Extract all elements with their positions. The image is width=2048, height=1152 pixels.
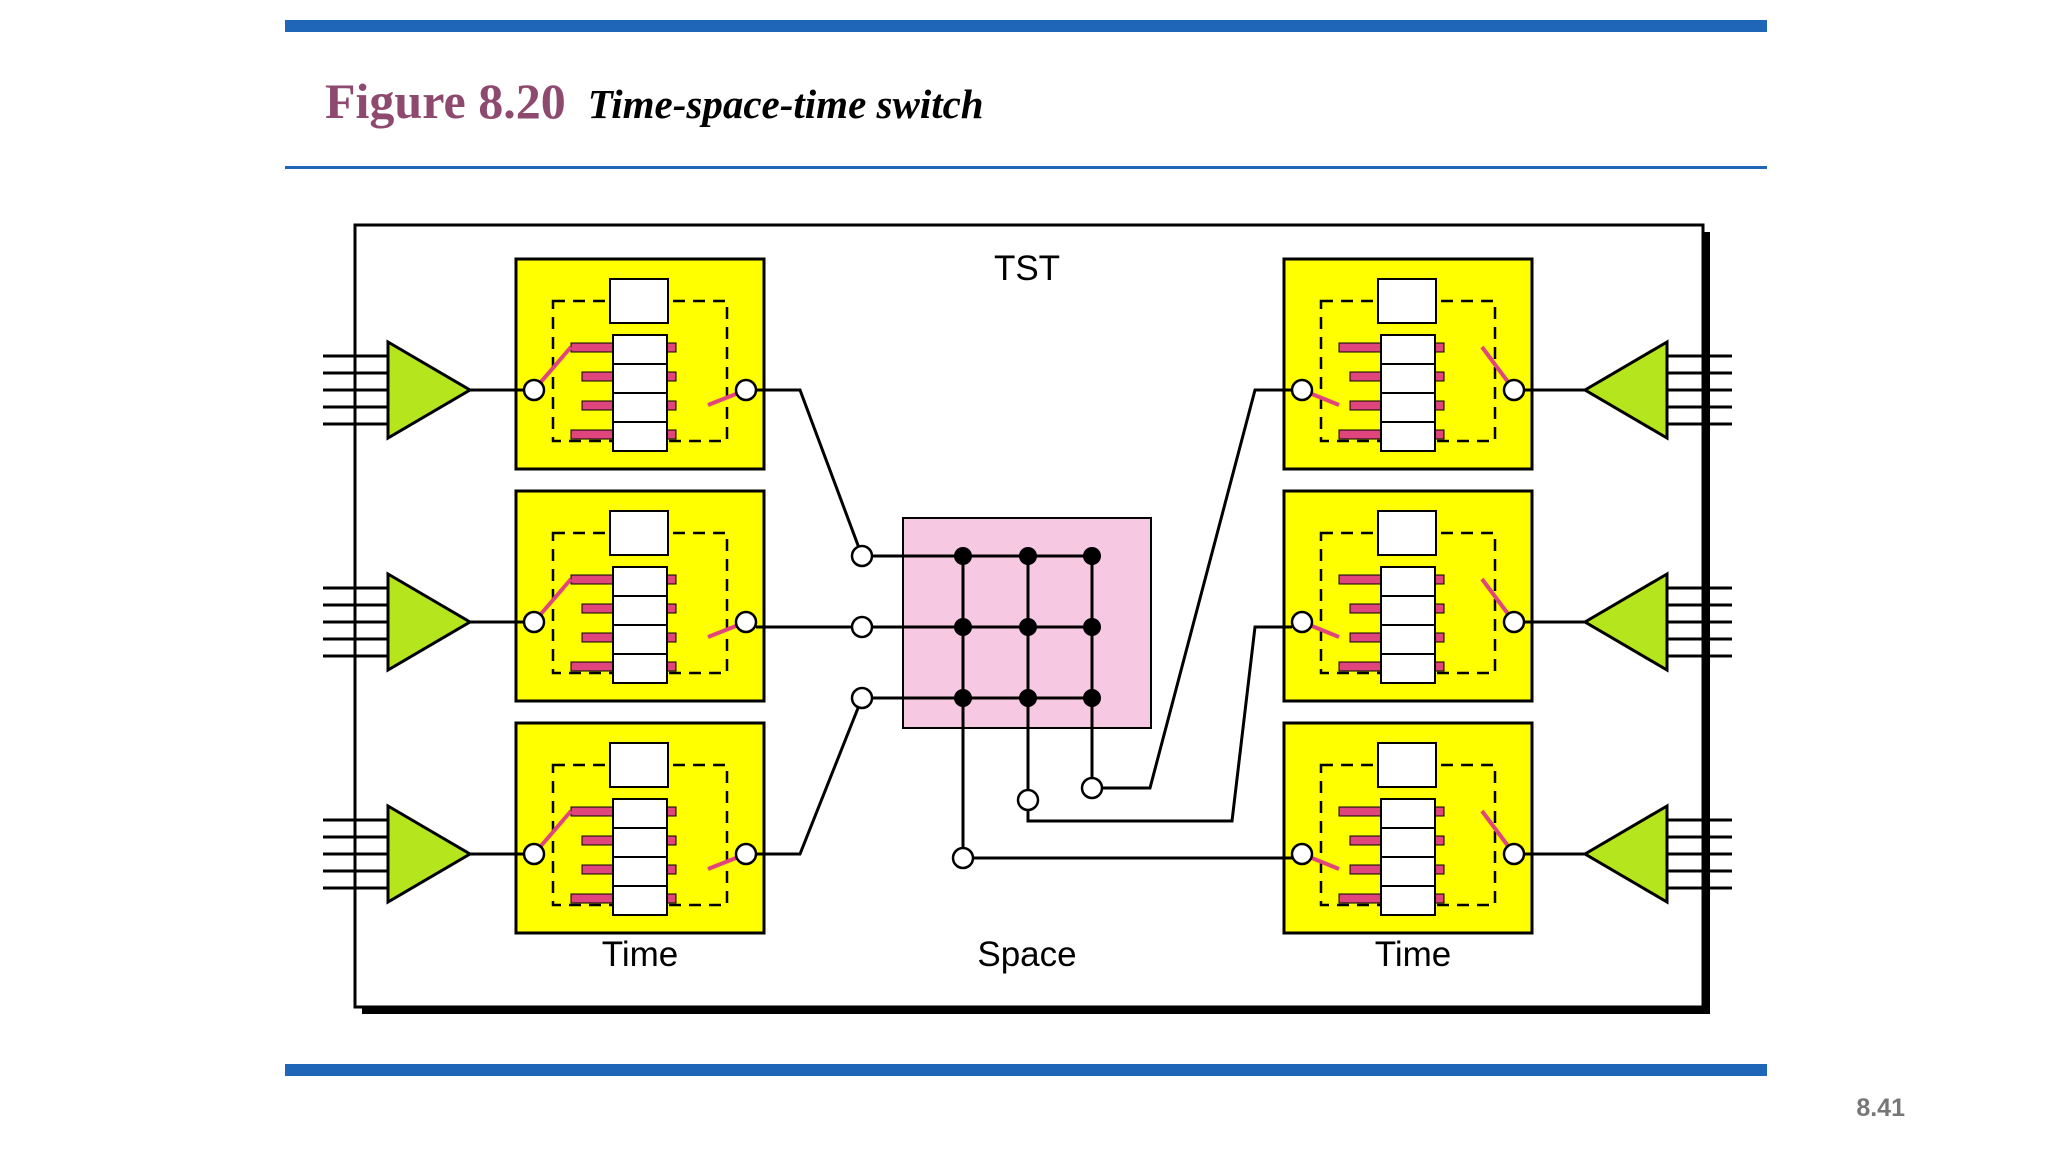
buffer-slot xyxy=(612,827,668,858)
time-slot-interchange xyxy=(1282,721,1534,935)
amplifier-icon xyxy=(1582,339,1669,441)
buffer-slot xyxy=(1380,827,1436,858)
crosspoint xyxy=(954,618,972,636)
figure-caption: Time-space-time switch xyxy=(587,81,984,127)
buffer-slot xyxy=(612,363,668,394)
control-unit xyxy=(1377,510,1437,556)
buffer-slot xyxy=(1380,421,1436,452)
input-port xyxy=(522,378,546,402)
time-slot-interchange xyxy=(514,721,766,935)
output-port xyxy=(734,378,758,402)
control-unit xyxy=(609,510,669,556)
control-unit xyxy=(1377,742,1437,788)
buffer-slot xyxy=(1380,334,1436,365)
amplifier-in xyxy=(323,571,524,673)
buffer-slot xyxy=(612,798,668,829)
crosspoint xyxy=(1083,547,1101,565)
control-unit xyxy=(609,278,669,324)
amplifier-in xyxy=(323,339,524,441)
buffer-slot xyxy=(1380,363,1436,394)
buffer-slot xyxy=(612,624,668,655)
buffer-slot xyxy=(612,566,668,597)
crosspoint xyxy=(1019,547,1037,565)
amplifier-in xyxy=(323,803,524,905)
buffer-slot xyxy=(1380,595,1436,626)
time-slot-interchange xyxy=(514,489,766,703)
crosspoint xyxy=(1019,689,1037,707)
amplifier-out xyxy=(1524,571,1732,673)
crosspoint xyxy=(954,689,972,707)
wire xyxy=(1026,625,1292,823)
buffer-slot xyxy=(612,885,668,916)
tst-label: TST xyxy=(994,249,1060,288)
crosspoint xyxy=(1083,618,1101,636)
stage-label-space: Space xyxy=(977,935,1076,974)
crossbar-input-port xyxy=(850,544,874,568)
input-port xyxy=(1290,610,1314,634)
output-port xyxy=(1502,378,1526,402)
amplifier-out xyxy=(1524,339,1732,441)
crosspoint xyxy=(954,547,972,565)
stage-label-time-in: Time xyxy=(602,935,678,974)
input-port xyxy=(1290,842,1314,866)
input-port xyxy=(1290,378,1314,402)
time-slot-interchange xyxy=(1282,489,1534,703)
buffer-slot xyxy=(1380,392,1436,423)
buffer-slot xyxy=(612,595,668,626)
wire xyxy=(756,697,864,856)
buffer-slot xyxy=(612,392,668,423)
time-modules xyxy=(323,257,1732,935)
output-port xyxy=(734,842,758,866)
buffer-slot xyxy=(612,856,668,887)
control-unit xyxy=(1377,278,1437,324)
buffer-slot xyxy=(612,653,668,684)
amplifier-icon xyxy=(386,571,473,673)
output-port xyxy=(734,610,758,634)
output-port xyxy=(1502,842,1526,866)
space-stage xyxy=(756,388,1292,870)
title-underline xyxy=(285,166,1767,169)
amplifier-icon xyxy=(386,803,473,905)
crossbar-output-port xyxy=(951,846,975,870)
amplifier-icon xyxy=(1582,571,1669,673)
crossbar-output-port xyxy=(1016,788,1040,812)
bottom-rule xyxy=(285,1064,1767,1076)
figure-title: Figure 8.20 Time-space-time switch xyxy=(325,72,984,130)
buffer-slot xyxy=(1380,885,1436,916)
slide-number: 8.41 xyxy=(1856,1094,1905,1122)
buffer-slot xyxy=(612,421,668,452)
buffer-slot xyxy=(612,334,668,365)
crosspoint xyxy=(1083,689,1101,707)
buffer-slot xyxy=(1380,856,1436,887)
input-port xyxy=(522,842,546,866)
crosspoint xyxy=(1019,618,1037,636)
crossbar-input-port xyxy=(850,686,874,710)
stage-label-time-out: Time xyxy=(1375,935,1451,974)
time-slot-interchange xyxy=(514,257,766,471)
buffer-slot xyxy=(1380,624,1436,655)
wire xyxy=(756,388,864,557)
buffer-slot xyxy=(1380,798,1436,829)
buffer-slot xyxy=(1380,566,1436,597)
crossbar-input-port xyxy=(850,615,874,639)
figure-number: Figure 8.20 xyxy=(325,73,566,129)
time-slot-interchange xyxy=(1282,257,1534,471)
amplifier-icon xyxy=(1582,803,1669,905)
buffer-slot xyxy=(1380,653,1436,684)
top-rule xyxy=(285,20,1767,32)
input-port xyxy=(522,610,546,634)
output-port xyxy=(1502,610,1526,634)
control-unit xyxy=(609,742,669,788)
amplifier-icon xyxy=(386,339,473,441)
crossbar-output-port xyxy=(1080,776,1104,800)
wire xyxy=(1092,388,1292,790)
amplifier-out xyxy=(1524,803,1732,905)
